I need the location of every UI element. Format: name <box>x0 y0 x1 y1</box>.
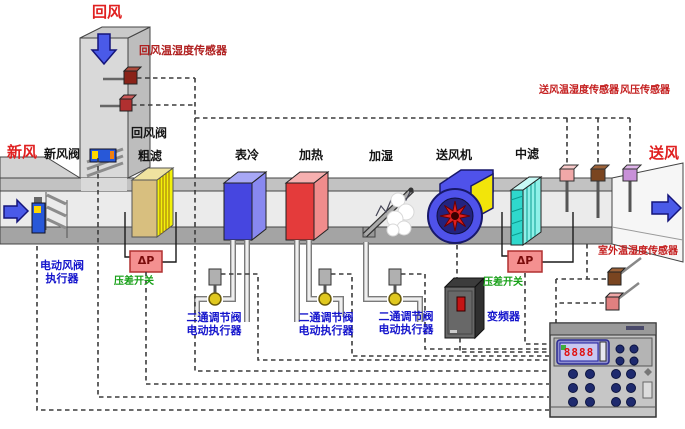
supply-th-sensor-2 <box>590 168 606 182</box>
label-dp-switch-2: 压差开关 <box>483 277 523 288</box>
label-fresh-air: 新风 <box>7 143 38 161</box>
return-duct-sensors <box>100 66 143 112</box>
label-valve-actuator-3: 二通调节阀 电动执行器 <box>378 310 434 337</box>
supply-th-sensor-1 <box>559 168 575 182</box>
coil-pipes <box>194 240 423 322</box>
outdoor-sensors <box>604 257 642 311</box>
return-damper <box>86 147 124 178</box>
label-outdoor-sensor: 室外温湿度传感器 <box>598 246 678 257</box>
label-valve-actuator-1: 二通调节阀 电动执行器 <box>186 311 242 338</box>
label-return-air: 回风 <box>92 3 123 21</box>
dp-symbol-1: ΔP <box>137 254 155 267</box>
supply-air-arrow-icon <box>651 193 683 223</box>
dp-symbol-2: ΔP <box>516 254 534 267</box>
label-pressure-sensor: 风压传感器 <box>620 85 670 96</box>
label-dp-switch-1: 压差开关 <box>114 276 154 287</box>
valve-actuator-1 <box>208 268 222 306</box>
label-damper-actuator: 电动风阀 执行器 <box>40 259 84 286</box>
dp-switch-2 <box>501 212 574 273</box>
coarse-filter <box>130 167 175 238</box>
label-supply-th-sensor: 送风温湿度传感器 <box>539 85 619 96</box>
control-wiring <box>36 77 631 411</box>
humidifier-spray <box>362 187 415 238</box>
pressure-sensor-probe <box>622 168 638 182</box>
label-heating: 加热 <box>299 148 324 162</box>
label-fresh-valve: 新风阀 <box>44 147 81 161</box>
ddc-controller <box>549 322 657 418</box>
controller-diamond-icon <box>644 368 652 376</box>
label-return-th-sensor: 回风温湿度传感器 <box>139 44 227 57</box>
fresh-air-arrow-icon <box>3 198 30 224</box>
fresh-damper <box>31 192 68 238</box>
controller-buttons <box>568 344 639 407</box>
label-cooling: 表冷 <box>235 148 260 162</box>
cooling-coil <box>222 170 268 242</box>
valve-actuator-3 <box>388 268 402 306</box>
label-supply-air: 送风 <box>649 144 680 162</box>
label-valve-actuator-2: 二通调节阀 电动执行器 <box>298 311 354 338</box>
vfd-box <box>443 276 486 340</box>
controller-display: 8888 <box>563 346 595 359</box>
label-return-valve: 回风阀 <box>131 126 168 140</box>
return-air-arrow-icon <box>90 33 118 66</box>
mid-filter <box>509 176 543 246</box>
supply-duct-sensors <box>558 164 643 218</box>
valve-actuator-2 <box>318 268 332 306</box>
label-vfd: 变频器 <box>487 310 520 323</box>
fresh-air-inlet <box>3 192 68 238</box>
supply-fan <box>427 169 494 244</box>
heating-coil <box>284 170 330 242</box>
label-humidifier: 加湿 <box>369 149 394 163</box>
label-fan: 送风机 <box>436 148 473 162</box>
label-mid-filter: 中滤 <box>515 147 540 161</box>
label-pre-filter: 粗滤 <box>138 149 163 163</box>
